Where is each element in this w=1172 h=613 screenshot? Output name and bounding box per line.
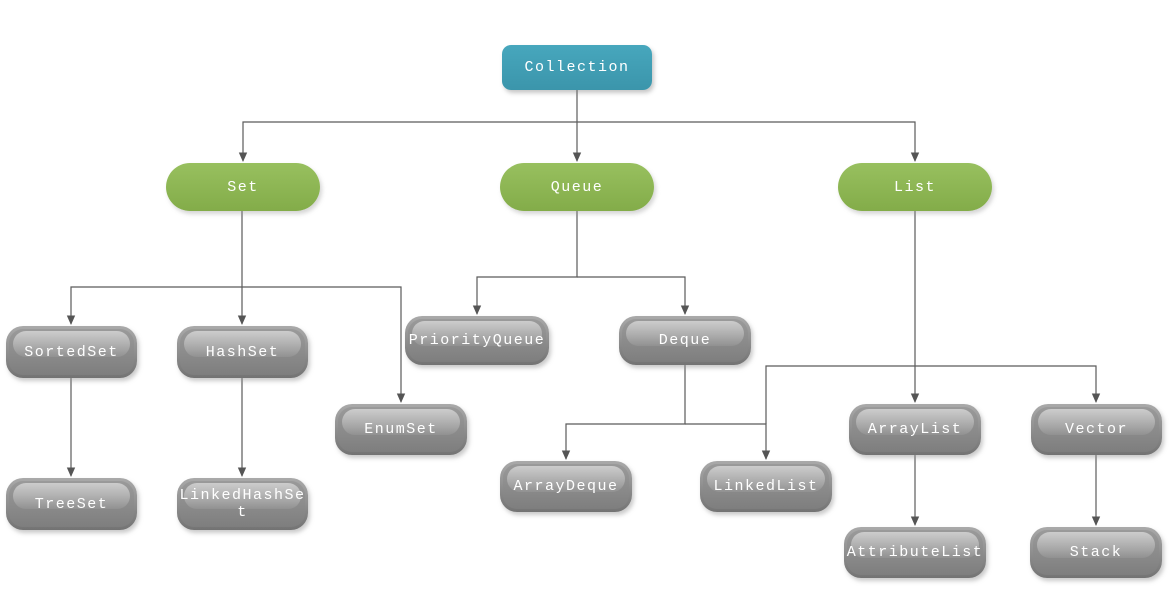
edge-deque-arraydeque [561, 365, 686, 460]
node-deque: Deque [619, 316, 751, 365]
node-label: Set [227, 178, 259, 196]
node-label: TreeSet [34, 495, 109, 513]
node-enumset: EnumSet [335, 404, 467, 455]
node-label: LinkedHashSet [179, 487, 306, 521]
node-label: AttributeList [846, 544, 984, 561]
node-label: EnumSet [364, 421, 438, 438]
edge-set-sortedset [66, 286, 242, 325]
node-label: Stack [1069, 544, 1123, 561]
node-list: List [838, 163, 992, 211]
node-queue: Queue [500, 163, 654, 211]
node-label: ArrayDeque [513, 478, 619, 495]
node-label: Collection [524, 59, 630, 76]
node-label: List [893, 178, 936, 196]
edge-queue-priorityqueue [472, 211, 578, 315]
node-arraydeque: ArrayDeque [500, 461, 632, 512]
node-vector: Vector [1031, 404, 1162, 455]
node-collection: Collection [502, 45, 652, 90]
node-label: LinkedList [713, 478, 819, 495]
node-linkedlist: LinkedList [700, 461, 832, 512]
node-linkedhashset: LinkedHashSet [177, 478, 308, 530]
node-stack: Stack [1030, 527, 1162, 578]
edge-queue-deque [577, 276, 690, 315]
node-set: Set [166, 163, 320, 211]
edge-deque-linkedlist [685, 423, 771, 460]
node-hashset: HashSet [177, 326, 308, 378]
node-treeset: TreeSet [6, 478, 137, 530]
node-label: Queue [550, 178, 604, 196]
edge-collection-set [238, 121, 577, 162]
edge-list-linkedlist [765, 365, 915, 424]
node-label: Vector [1064, 421, 1128, 438]
edge-set-enumset [242, 286, 406, 403]
node-label: Deque [658, 332, 712, 349]
edge-list-vector [915, 365, 1101, 403]
node-priorityqueue: PriorityQueue [405, 316, 549, 365]
node-label: HashSet [205, 343, 280, 361]
node-label: SortedSet [24, 343, 119, 361]
node-arraylist: ArrayList [849, 404, 981, 455]
node-sortedset: SortedSet [6, 326, 137, 378]
node-label: ArrayList [867, 421, 963, 438]
node-attributelist: AttributeList [844, 527, 986, 578]
edge-collection-list [577, 121, 920, 162]
node-label: PriorityQueue [408, 332, 546, 349]
